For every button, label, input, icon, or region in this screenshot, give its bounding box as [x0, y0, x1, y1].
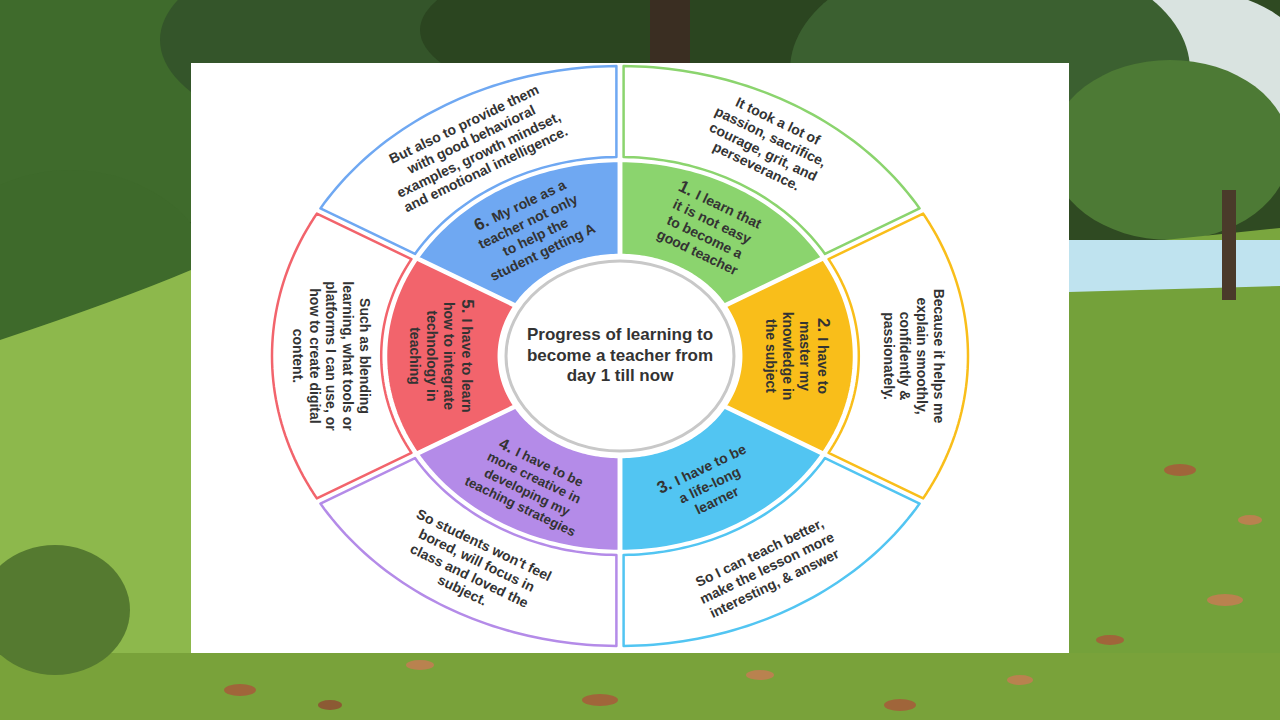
fence: [1069, 240, 1280, 292]
text-block: Because it helps me explain smoothly, co…: [880, 281, 947, 431]
grass-ground: [0, 653, 1280, 720]
fallen-leaf: [1238, 515, 1262, 525]
bush: [0, 545, 130, 675]
text-block: 5.I have to learn how to integrate techn…: [407, 299, 478, 414]
center-circle: Progress of learning to become a teacher…: [502, 257, 738, 455]
outlined-sector: [320, 458, 616, 646]
fallen-leaf: [1207, 594, 1243, 606]
text-block: 2.I have to master my knowledge in the s…: [762, 306, 833, 406]
step-number: 5.: [459, 299, 478, 313]
text-block: Progress of learning to become a teacher…: [525, 325, 715, 386]
note-text: Such as blending learning, what tools or…: [290, 281, 373, 430]
fallen-leaf: [406, 660, 434, 670]
outlined-sector: [320, 66, 616, 254]
white-panel: [191, 63, 1069, 653]
outlined-sector: [624, 458, 920, 646]
center-title: Progress of learning to become a teacher…: [527, 325, 713, 385]
note-text: It took a lot of passion, sacrifice, cou…: [707, 94, 829, 194]
center-ellipse: [506, 261, 734, 451]
outlined-sector: [272, 214, 411, 499]
fallen-leaf: [1164, 464, 1196, 476]
fallen-leaf: [1096, 635, 1124, 645]
note-segment: Because it helps me explain smoothly, co…: [824, 209, 972, 503]
fallen-leaf: [1007, 675, 1033, 685]
text-anchor: Progress of learning to become a teacher…: [502, 257, 738, 455]
tree-trunk: [650, 0, 690, 70]
fallen-leaf: [224, 684, 256, 696]
note-segment: Such as blending learning, what tools or…: [268, 209, 416, 503]
lawn: [1069, 228, 1280, 720]
fallen-leaf: [582, 694, 618, 706]
outlined-sector: [829, 214, 968, 499]
tree-trunk: [1222, 190, 1236, 300]
step-text: I have to learn how to integrate technol…: [408, 302, 476, 413]
step-number: 2.: [814, 318, 833, 332]
fallen-leaf: [318, 700, 342, 710]
fallen-leaf: [884, 699, 916, 711]
note-text: Because it helps me explain smoothly, co…: [881, 289, 947, 424]
text-block: Such as blending learning, what tools or…: [289, 281, 373, 431]
tree-canopy: [1050, 60, 1280, 240]
outlined-sector: [624, 66, 920, 254]
fallen-leaf: [746, 670, 774, 680]
